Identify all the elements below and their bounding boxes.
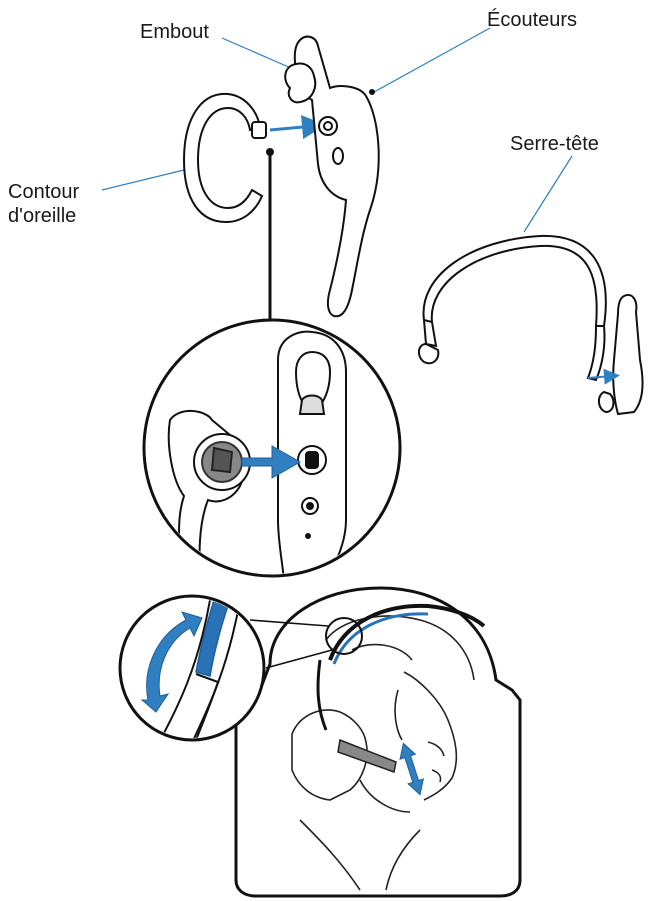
label-leader-lines <box>101 27 573 233</box>
hand <box>291 709 368 801</box>
label-embout: Embout <box>140 21 209 43</box>
serre-tete-leader <box>523 155 573 233</box>
headband-adjust-arrow <box>140 611 203 713</box>
headband-zoom-circle <box>118 594 266 742</box>
headband-attach-arrow <box>587 368 620 385</box>
zoom-origin-dot <box>266 148 274 156</box>
contour-leader <box>101 169 185 191</box>
earpiece <box>284 35 380 318</box>
eartip-embout <box>284 62 317 104</box>
head-outline <box>325 615 475 681</box>
worn-headband <box>328 603 486 661</box>
headband-assembly <box>418 234 644 416</box>
worn-earpiece-boom <box>337 738 397 773</box>
boom-adjust-arrow <box>399 742 424 796</box>
illustration-frame <box>234 586 522 898</box>
ear-loop-connector <box>251 121 267 139</box>
headband-earpiece <box>612 294 644 416</box>
earpiece-button <box>332 147 344 165</box>
label-contour-line1: Contour <box>8 181 80 203</box>
embout-leader <box>221 37 301 73</box>
headband-zoom-connectors <box>249 619 333 669</box>
label-contour-oreille: Contour d'oreille <box>8 180 79 228</box>
zoom-detail-circle <box>142 318 402 578</box>
label-contour-line2: d'oreille <box>8 205 77 227</box>
ecouteurs-leader <box>373 27 491 93</box>
wearing-illustration <box>234 586 522 898</box>
ear-loop <box>182 92 267 224</box>
headband-arc-outer <box>422 234 607 327</box>
headband-focus-circle <box>325 617 363 655</box>
label-serre-tete: Serre-tête <box>510 133 599 155</box>
zoom-attach-arrow <box>241 445 302 479</box>
label-ecouteurs: Écouteurs <box>487 9 578 31</box>
attach-arrow-top <box>269 115 326 140</box>
headband-left-pad <box>418 342 440 365</box>
